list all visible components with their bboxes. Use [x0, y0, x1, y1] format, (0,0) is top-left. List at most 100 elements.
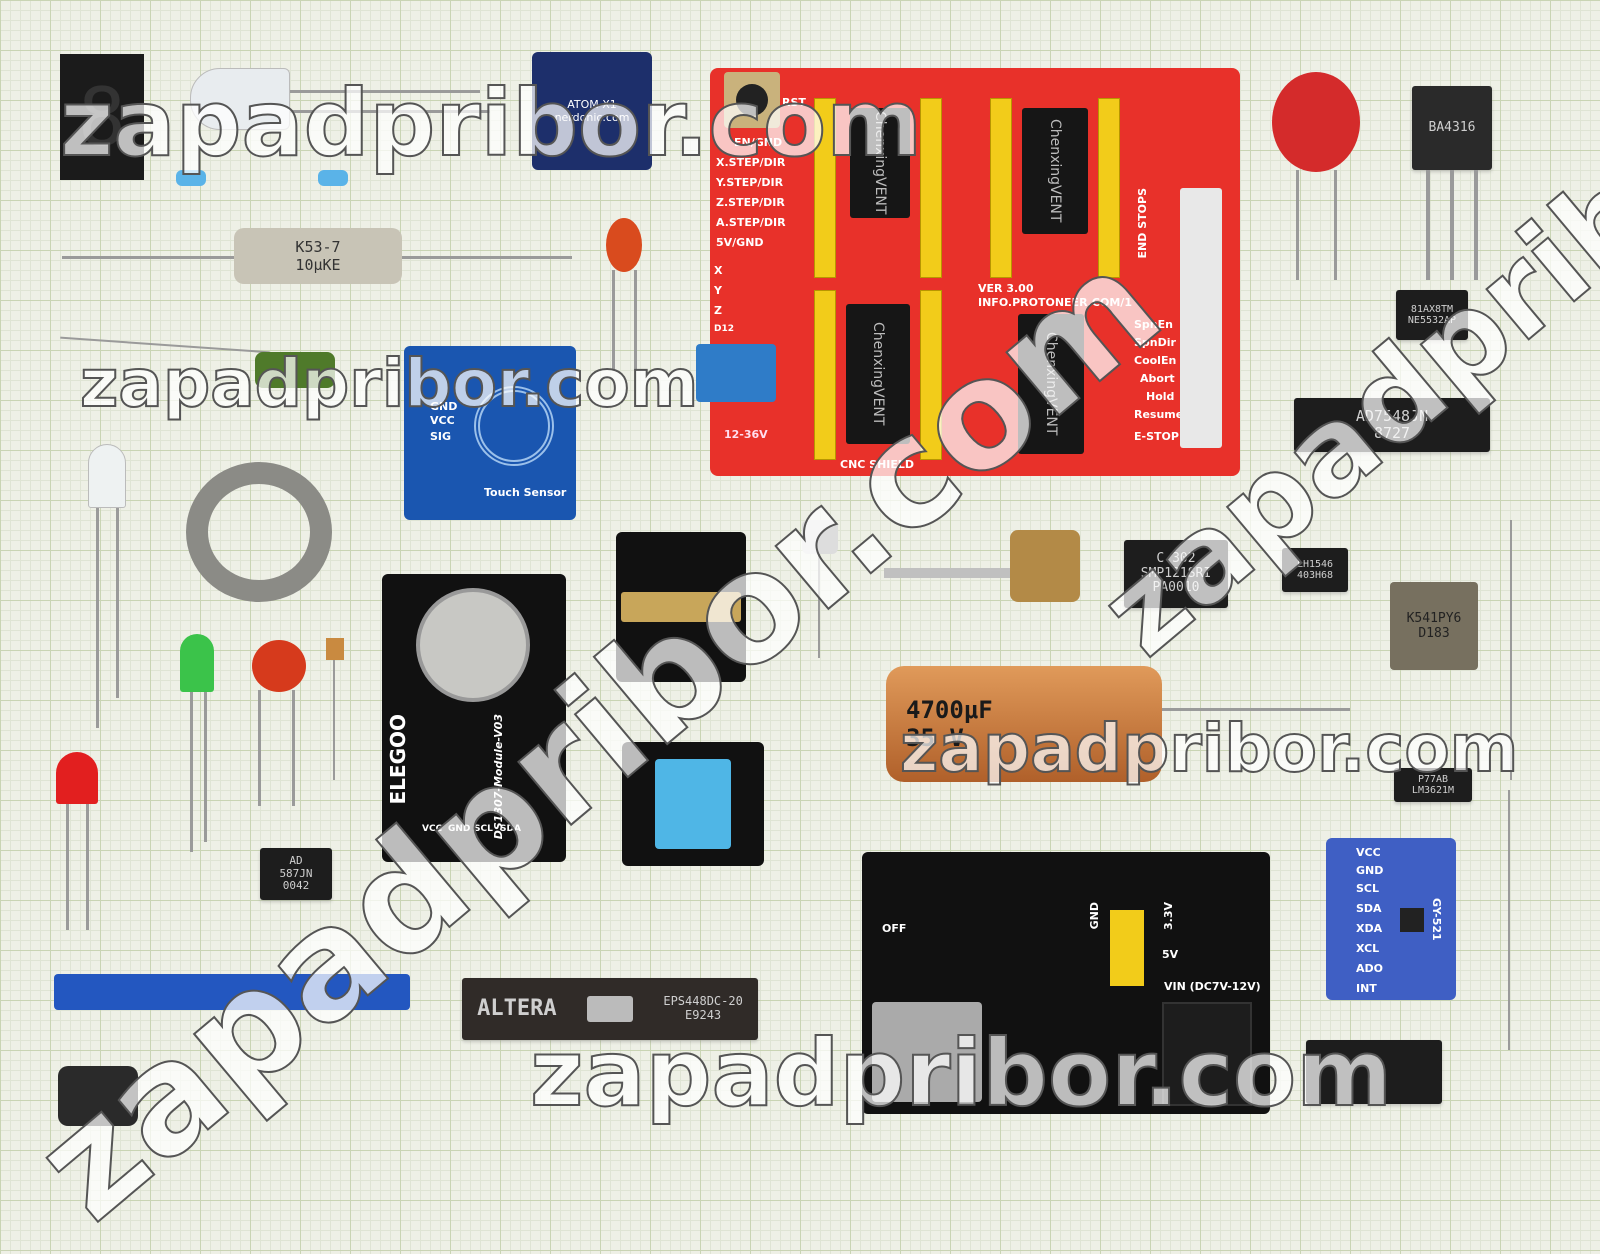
to220-regulator: BA4316 — [1412, 86, 1492, 170]
lead-wire — [1474, 170, 1478, 280]
screw-terminal — [696, 344, 776, 402]
k541-flatpack-chip: K541PY6 D183 — [1390, 582, 1478, 670]
touch-pad — [474, 386, 554, 466]
watermark: zapadpribor.com — [529, 1019, 1393, 1128]
blue-diode — [176, 170, 206, 186]
module-name: GY-521 — [1430, 898, 1443, 941]
chip-code: 8727 — [1373, 424, 1411, 442]
led-array-board — [616, 532, 746, 682]
pin-header — [920, 98, 942, 278]
smp121-chip: C 302 SMP121SRI PA0010 — [1124, 540, 1228, 608]
pin-label: SCL — [474, 824, 493, 834]
pin-label: VCC — [1356, 846, 1381, 859]
version-label: VER 3.00 — [978, 282, 1034, 295]
pin-label: SDA — [500, 824, 521, 834]
stepper-driver: Chenxing VENT — [850, 108, 910, 218]
metal-ring — [186, 462, 332, 602]
potentiometer-shaft — [884, 568, 1014, 578]
inductor — [58, 1066, 138, 1126]
driver-vent: VENT — [872, 177, 888, 215]
axis-label: Y — [714, 284, 722, 297]
watermark: zapadpribor.com — [899, 709, 1519, 788]
voltage-label: 35 V — [906, 724, 964, 752]
atom-board: ATOM X1 nerdonic.com — [532, 52, 652, 170]
lead-wire — [116, 508, 119, 698]
lead-wire — [1450, 170, 1454, 280]
tantalum-capacitor — [326, 638, 344, 660]
pin-header — [1098, 98, 1120, 278]
diode-lead — [1510, 520, 1512, 780]
axis-label: Z — [714, 304, 722, 317]
touch-sensor-label: Touch Sensor — [484, 486, 567, 499]
pin-vcc: VCC — [430, 414, 455, 427]
seven-segment-display: 8 — [60, 54, 144, 180]
stepper-driver: Chenxing VENT — [846, 304, 910, 444]
vin-label: VIN (DC7V-12V) — [1164, 980, 1261, 993]
edge-connector — [54, 974, 410, 1010]
stepper-driver: Chenxing VENT — [1022, 108, 1088, 234]
lead-wire — [96, 508, 99, 728]
pin-label: XCL — [1356, 942, 1380, 955]
lead-wire — [290, 110, 490, 113]
axis-label: X — [714, 264, 723, 277]
jumper-header — [1110, 910, 1144, 986]
soic-chip — [1306, 1040, 1442, 1104]
cnc-label: Z.STEP/DIR — [716, 196, 785, 209]
chip-code: 81AX8TM — [1410, 303, 1454, 315]
diode-lead — [1508, 790, 1510, 1050]
chip-part: AD7548JN — [1355, 406, 1429, 425]
capacitor-type: K53-7 — [295, 238, 341, 256]
v33-label: 3.3V — [1162, 902, 1175, 930]
chip-code: D183 — [1418, 626, 1450, 641]
k53-capacitor: K53-7 10μKE — [234, 228, 402, 284]
rst-label: RST — [782, 96, 806, 109]
gnd-label: GND — [1088, 902, 1101, 930]
pin-label: GND — [1356, 864, 1384, 877]
potentiometer — [1010, 530, 1080, 602]
dc-jack — [1162, 1002, 1252, 1106]
ad587-chip: AD 587JN 0042 — [260, 848, 332, 900]
right-label: SpnEn — [1134, 318, 1173, 331]
clear-led — [190, 68, 290, 130]
lead-wire — [290, 90, 480, 93]
ds1307-rtc-module: ELEGOO DS1307-Module-V03 VCC GND SCL SDA — [382, 574, 566, 862]
endstops-label: END STOPS — [1136, 188, 1149, 259]
to220-label: BA4316 — [1428, 119, 1476, 135]
url-label: INFO.PROTONEER.COM/1 — [978, 296, 1132, 309]
lead-wire — [292, 690, 295, 806]
chip-code: P77AB — [1417, 773, 1449, 785]
endstop-header — [1180, 188, 1222, 448]
stepper-driver: Chenxing VENT — [1018, 314, 1084, 454]
driver-brand: Chenxing — [1047, 119, 1063, 186]
chip-part: 587JN — [279, 866, 313, 880]
lead-wire — [258, 690, 261, 806]
eprom-window — [587, 996, 633, 1022]
cnc-label: X.STEP/DIR — [716, 156, 786, 169]
driver-brand: Chenxing — [1043, 332, 1059, 399]
lead-wire — [1296, 170, 1299, 280]
green-film-capacitor — [255, 352, 335, 388]
driver-vent: VENT — [1043, 398, 1059, 436]
ceramic-capacitor-small — [606, 218, 642, 272]
pin-label: ADO — [1356, 962, 1383, 975]
pin-gnd: GND — [430, 400, 458, 413]
varistor — [1272, 72, 1360, 172]
pin-label: XDA — [1356, 922, 1383, 935]
capacitance-label: 4700μF — [906, 696, 993, 724]
voltage-label: 12-36V — [724, 428, 768, 441]
lead-wire — [1334, 170, 1337, 280]
driver-vent: VENT — [1047, 185, 1063, 223]
touch-sensor-module: Touch Sensor VCC GND SIG — [404, 346, 576, 520]
led-strip — [621, 592, 741, 622]
dht11-sensor — [655, 759, 731, 849]
cnc-label: A.STEP/DIR — [716, 216, 786, 229]
ad7548-chip: AD7548JN 8727 — [1294, 398, 1490, 452]
red-led — [56, 752, 98, 804]
chip-part: SMP121SRI — [1140, 565, 1212, 581]
clear-led-5mm — [88, 444, 126, 508]
watermark: zapadpribor.com — [79, 344, 699, 423]
blue-diode-2 — [318, 170, 348, 186]
pin-header — [814, 290, 836, 460]
pin-label: SDA — [1356, 902, 1382, 915]
chip-brand: AD — [289, 854, 303, 868]
